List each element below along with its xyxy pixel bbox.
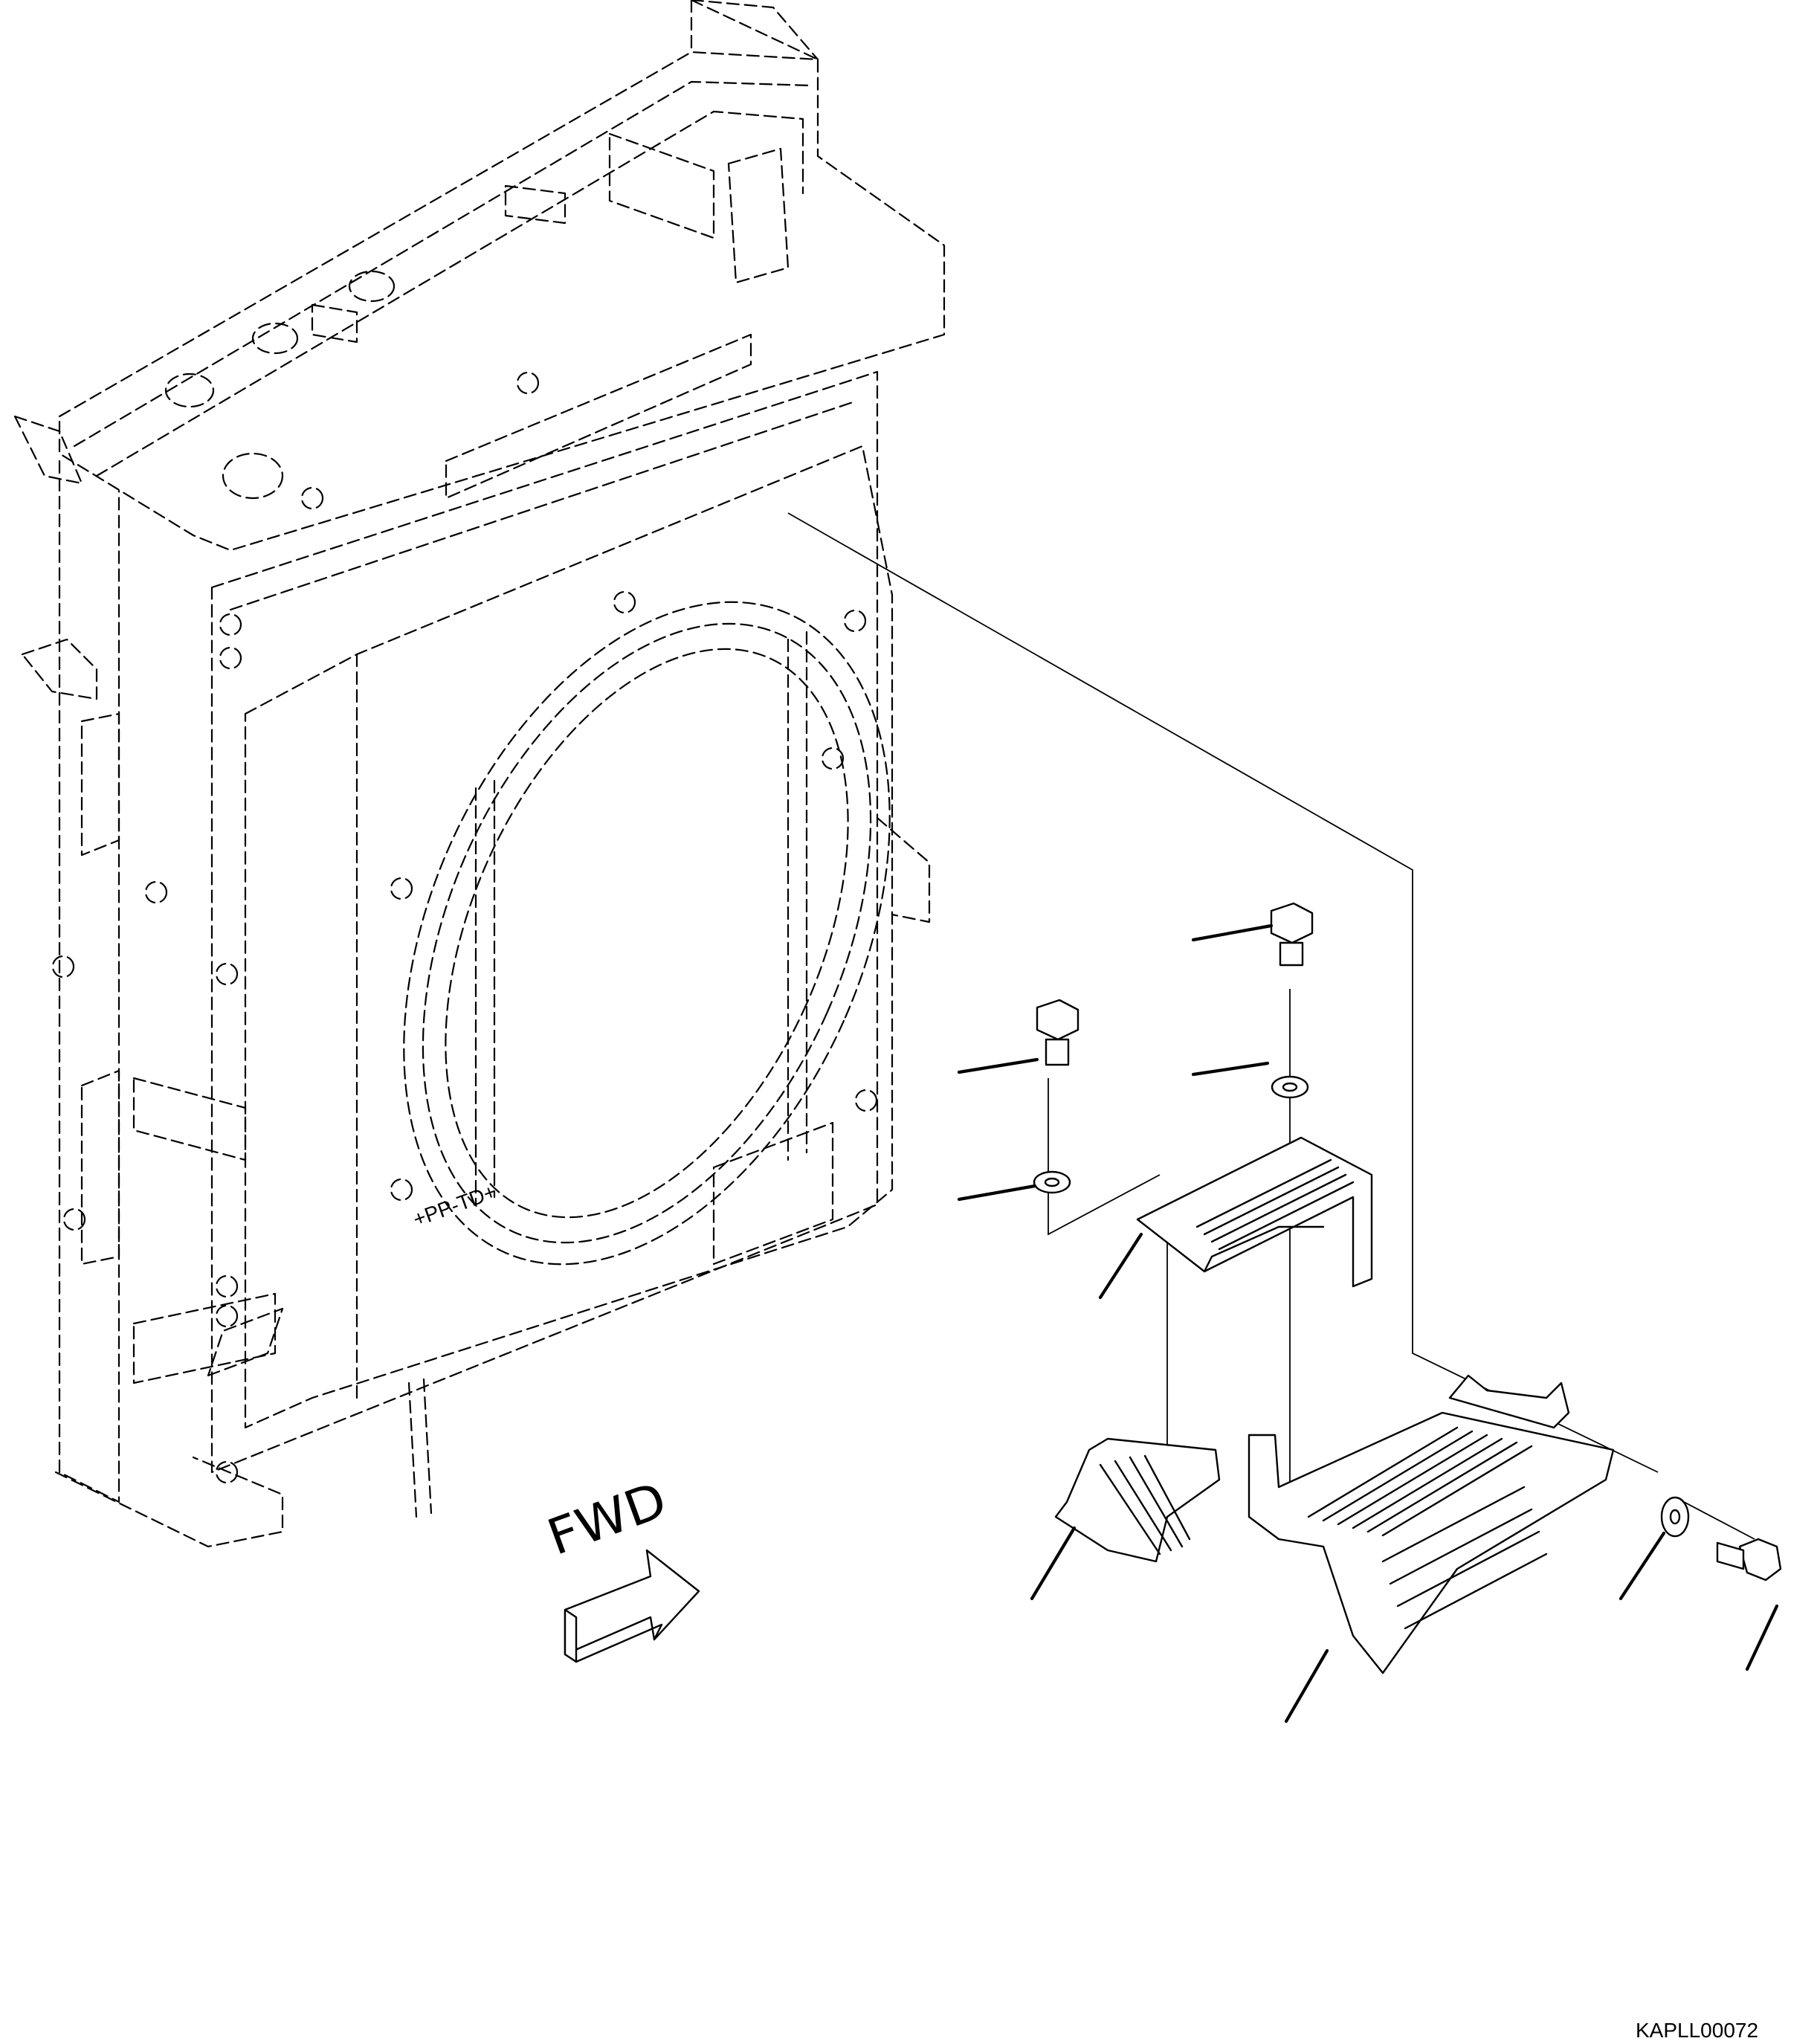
forward-direction-arrow-icon: FWD [540, 1471, 700, 1663]
bolt-left [1036, 999, 1079, 1066]
bolt-right [1716, 1538, 1782, 1582]
callout-leaders [957, 923, 1779, 1724]
washer-left [1033, 1170, 1071, 1194]
washer-upper [1271, 1075, 1309, 1099]
radiator-assembly: +PP-TD+ [13, 0, 946, 1548]
guard-plate-small [1136, 1136, 1373, 1288]
fwd-label: FWD [540, 1471, 674, 1567]
drawing-code: KAPLL00072 [1636, 2019, 1758, 2042]
bosses [51, 371, 878, 1484]
assembly-lines [787, 512, 1755, 1540]
cover-small [1054, 1437, 1221, 1563]
guard-large [1248, 1374, 1615, 1674]
bolt-upper [1270, 902, 1314, 967]
washer-right [1660, 1496, 1690, 1538]
svg-text:+PP-TD+: +PP-TD+ [410, 1180, 499, 1231]
